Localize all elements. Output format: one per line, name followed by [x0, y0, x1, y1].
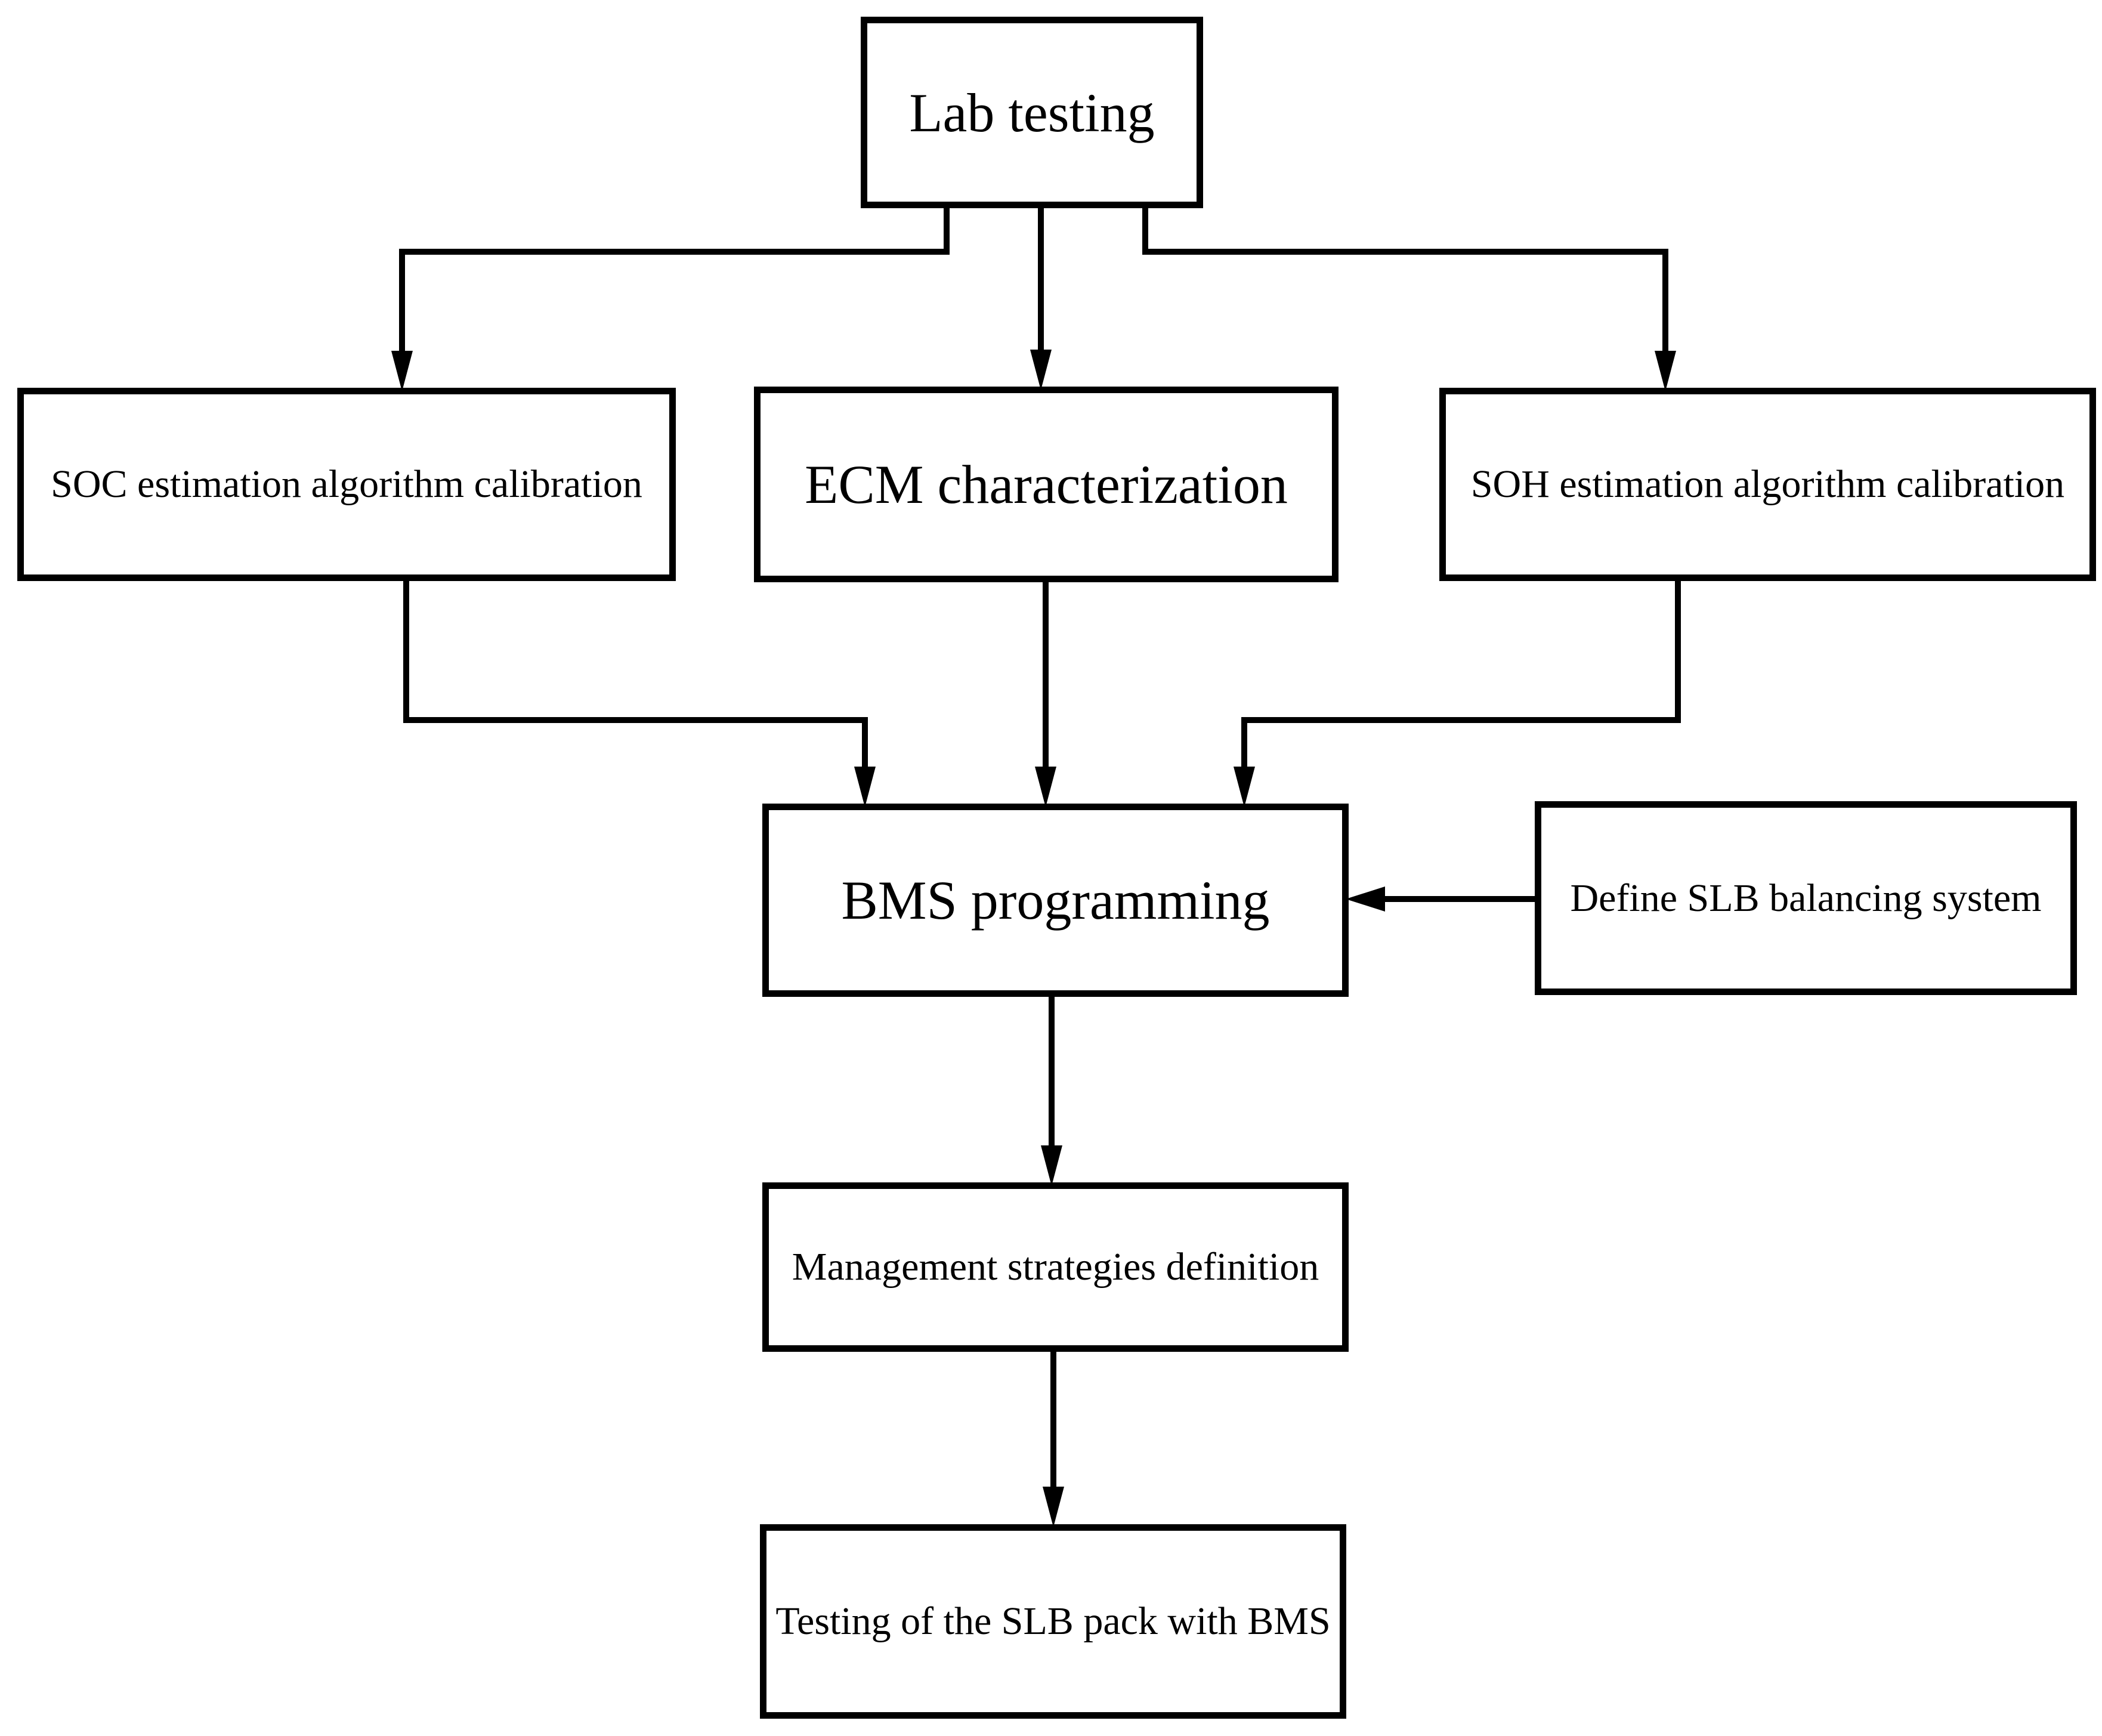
node-define-slb-balancing-system: Define SLB balancing system — [1535, 801, 2077, 995]
arrowhead-soh-to-bms — [1234, 767, 1255, 807]
arrowhead-management-to-testing — [1043, 1487, 1064, 1527]
node-testing-slb-pack-with-bms: Testing of the SLB pack with BMS — [760, 1524, 1346, 1719]
arrowhead-define-to-bms — [1346, 886, 1385, 912]
node-bms-programming: BMS programming — [762, 804, 1349, 997]
arrowhead-ecm-to-bms — [1035, 767, 1056, 807]
node-management-strategies-definition: Management strategies definition — [762, 1182, 1349, 1352]
arrowhead-lab-to-ecm — [1030, 350, 1052, 390]
arrowhead-lab-to-soh — [1655, 351, 1676, 391]
edge-soh-to-bms — [1241, 580, 1681, 771]
arrowhead-soc-to-bms — [854, 767, 876, 807]
edge-lab-to-soc — [399, 208, 950, 353]
node-soc-estimation-algorithm-calibration: SOC estimation algorithm calibration — [17, 388, 676, 581]
edge-soc-to-bms — [403, 580, 868, 771]
node-ecm-characterization: ECM characterization — [754, 387, 1339, 582]
arrowhead-bms-to-management — [1041, 1145, 1062, 1186]
edge-lab-to-soh — [1142, 208, 1668, 353]
node-soh-estimation-algorithm-calibration: SOH estimation algorithm calibration — [1439, 388, 2096, 581]
node-lab-testing: Lab testing — [861, 17, 1203, 208]
arrowhead-lab-to-soc — [391, 351, 413, 391]
